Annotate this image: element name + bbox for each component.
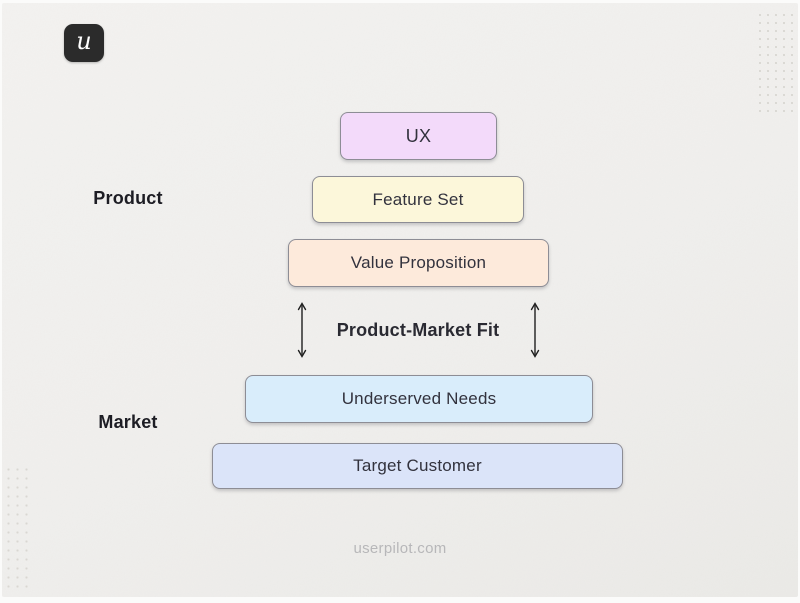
market-section-label: Market — [98, 412, 158, 432]
pyramid-box-ux: UX — [340, 112, 497, 160]
pyramid-box-value-proposition: Value Proposition — [288, 239, 549, 287]
pyramid-box-label: Feature Set — [372, 189, 464, 209]
dot-grid-decoration-right — [756, 11, 798, 117]
noise-texture — [2, 3, 798, 597]
pyramid-box-label: Value Proposition — [350, 253, 487, 272]
textured-background — [2, 3, 798, 597]
pyramid-box-feature-set: Feature Set — [312, 176, 524, 223]
pyramid-box-label: Target Customer — [353, 456, 482, 475]
product-market-fit-label: Product-Market Fit — [336, 320, 500, 340]
pyramid-box-target-customer: Target Customer — [212, 443, 623, 489]
logo-letter: u — [76, 27, 92, 55]
double-arrow-icon-left — [297, 302, 307, 358]
double-arrow-icon-right — [530, 302, 540, 358]
userpilot-logo: u — [64, 24, 104, 62]
pyramid-box-label: Underserved Needs — [341, 389, 497, 408]
product-section-label: Product — [93, 188, 163, 208]
dot-grid-decoration-left — [4, 465, 32, 591]
website-watermark: userpilot.com — [353, 540, 447, 557]
pyramid-box-underserved-needs: Underserved Needs — [245, 375, 593, 423]
pyramid-box-label: UX — [405, 125, 432, 146]
